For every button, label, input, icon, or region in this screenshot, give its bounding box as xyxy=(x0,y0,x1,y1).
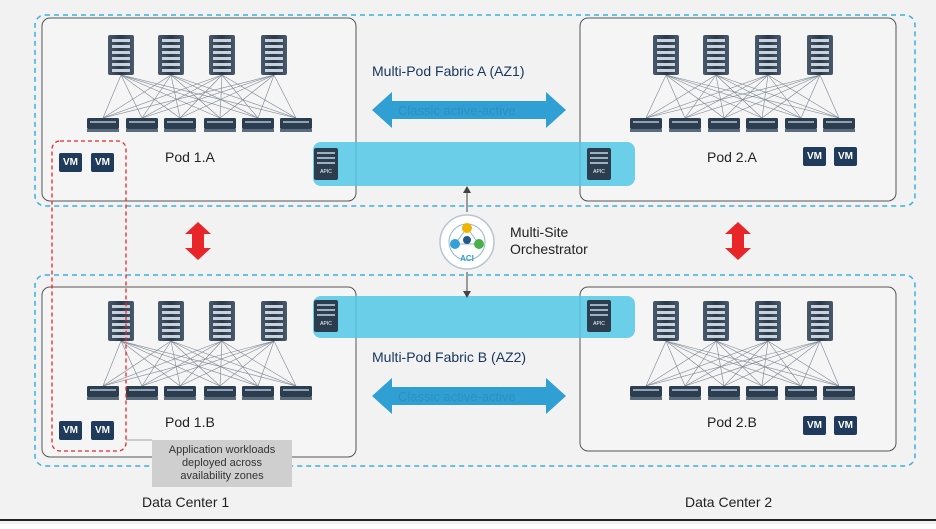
fabric-b-band xyxy=(313,296,635,338)
leaf-switch-2a-3 xyxy=(708,118,740,132)
workload-dashed-outline xyxy=(51,140,127,452)
fabric-a-arrow-label: Classic active-active xyxy=(398,103,516,118)
apic-controller-2b: APIC xyxy=(587,300,611,332)
spine-switch-2a-4 xyxy=(807,35,833,75)
leaf-switch-2b-1 xyxy=(630,386,662,400)
vm-2a-2: VM xyxy=(834,147,857,166)
pod-2b-links xyxy=(645,340,840,387)
spine-switch-2a-1 xyxy=(653,35,679,75)
svg-text:APIC: APIC xyxy=(593,321,605,327)
spine-switch-2a-2 xyxy=(703,35,729,75)
orch-arrowhead-down xyxy=(463,291,471,298)
spine-switch-2b-2 xyxy=(703,301,729,341)
note-line1: Application workloads xyxy=(168,444,276,456)
leaf-switch-1b-3 xyxy=(164,386,196,400)
vm-1a-1: VM xyxy=(59,153,82,172)
fabric-b-arrow-label: Classic active-active xyxy=(398,389,516,404)
leaf-switch-2b-5 xyxy=(785,386,817,400)
spine-switch-1b-4 xyxy=(261,301,287,341)
pod-1a-links xyxy=(102,74,297,119)
spine-switch-2a-3 xyxy=(755,35,781,75)
vm-2b-1: VM xyxy=(803,416,826,435)
active-active-arrow-a xyxy=(372,92,566,128)
leaf-switch-1a-4 xyxy=(204,118,236,132)
svg-text:APIC: APIC xyxy=(593,169,605,175)
orch-arrowhead-up xyxy=(463,186,471,193)
apic-controller-1b: APIC xyxy=(314,300,338,332)
leaf-switch-1b-5 xyxy=(242,386,274,400)
red-arrow-dc2 xyxy=(725,222,751,260)
spine-switch-1a-3 xyxy=(209,35,235,75)
fabric-a-title: Multi-Pod Fabric A (AZ1) xyxy=(372,63,525,79)
leaf-switch-1a-3 xyxy=(164,118,196,132)
leaf-switch-1b-1 xyxy=(87,386,119,400)
leaf-switch-1a-1 xyxy=(87,118,119,132)
aci-logo-text: ACI xyxy=(460,254,474,263)
orchestrator-label: Multi-Site Orchestrator xyxy=(510,224,588,258)
leaf-switch-2a-2 xyxy=(669,118,701,132)
note-line2: deployed across xyxy=(181,457,263,469)
leaf-switch-1a-5 xyxy=(242,118,274,132)
vm-1b-1: VM xyxy=(59,421,82,440)
workload-note: Application workloads deployed across av… xyxy=(152,440,292,487)
leaf-switch-2b-6 xyxy=(823,386,855,400)
active-active-arrow-b xyxy=(372,378,566,414)
pod-1b-box xyxy=(41,286,357,458)
leaf-switch-2a-5 xyxy=(785,118,817,132)
pod-2a-links xyxy=(645,74,840,119)
leaf-switch-1b-2 xyxy=(126,386,158,400)
leaf-switch-2b-4 xyxy=(746,386,778,400)
vm-1b-2: VM xyxy=(91,421,114,440)
leaf-switch-1b-6 xyxy=(280,386,312,400)
pod-2a-label: Pod 2.A xyxy=(707,149,757,165)
spine-switch-2b-1 xyxy=(653,301,679,341)
leaf-switch-2b-2 xyxy=(669,386,701,400)
spine-switch-1b-1 xyxy=(108,301,134,341)
red-arrow-dc1 xyxy=(185,222,211,260)
leaf-switch-2a-4 xyxy=(746,118,778,132)
apic-controller-1a: APIC xyxy=(314,148,338,180)
apic-controller-2a: APIC xyxy=(587,148,611,180)
aci-logo: ACI xyxy=(439,214,495,270)
leaf-switch-1a-6 xyxy=(280,118,312,132)
orchestrator-line1: Multi-Site xyxy=(510,224,569,240)
spine-switch-2b-4 xyxy=(807,301,833,341)
spine-switch-1b-2 xyxy=(158,301,184,341)
datacenter-2-label: Data Center 2 xyxy=(685,494,773,510)
spine-switch-1b-3 xyxy=(209,301,235,341)
pod-1a-label: Pod 1.A xyxy=(165,149,215,165)
vm-2b-2: VM xyxy=(834,416,857,435)
leaf-switch-1a-2 xyxy=(126,118,158,132)
vm-1a-2: VM xyxy=(91,153,114,172)
spine-switch-1a-2 xyxy=(158,35,184,75)
svg-text:APIC: APIC xyxy=(320,321,332,327)
fabric-b-title: Multi-Pod Fabric B (AZ2) xyxy=(372,349,527,365)
leaf-switch-2b-3 xyxy=(708,386,740,400)
orchestrator-line2: Orchestrator xyxy=(510,241,588,257)
vm-2a-1: VM xyxy=(803,147,826,166)
spine-switch-1a-4 xyxy=(261,35,287,75)
spine-switch-2b-3 xyxy=(755,301,781,341)
pod-2b-label: Pod 2.B xyxy=(707,414,757,430)
spine-switch-1a-1 xyxy=(108,35,134,75)
note-line3: availability zones xyxy=(180,470,264,482)
leaf-switch-2a-6 xyxy=(823,118,855,132)
pod-1b-label: Pod 1.B xyxy=(165,414,215,430)
datacenter-1-label: Data Center 1 xyxy=(142,494,230,510)
leaf-switch-1b-4 xyxy=(204,386,236,400)
leaf-switch-2a-1 xyxy=(630,118,662,132)
fabric-a-band xyxy=(313,142,635,186)
pod-1b-links xyxy=(102,340,297,387)
svg-text:APIC: APIC xyxy=(320,169,332,175)
